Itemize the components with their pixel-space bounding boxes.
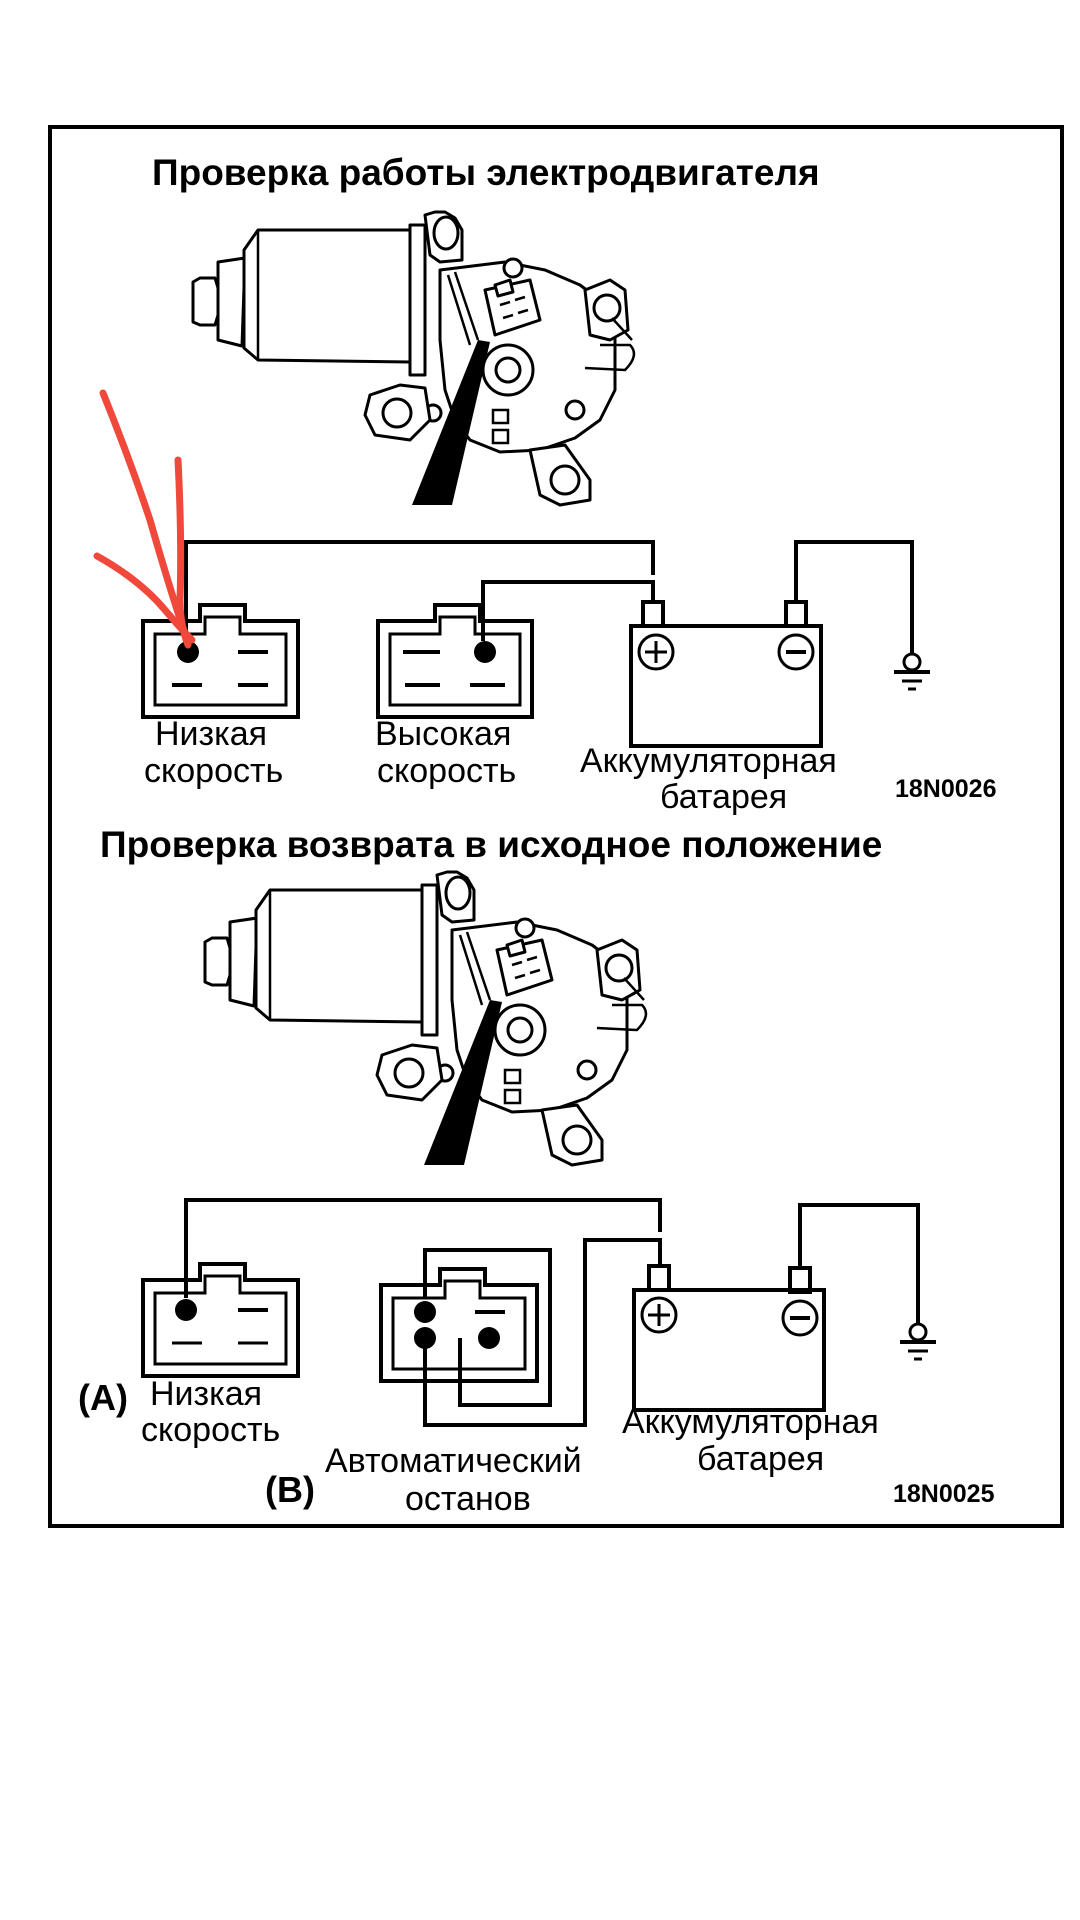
terminal-dot-low — [177, 641, 199, 663]
connector-low-speed-bottom — [141, 1262, 300, 1378]
label-battery-line1: Аккумуляторная — [580, 742, 837, 780]
ground-symbol-top — [894, 652, 930, 691]
wiring-bottom — [184, 1198, 920, 1427]
label-battery-bottom-line2: батарея — [697, 1440, 824, 1478]
label-battery-line2: батарея — [660, 778, 787, 816]
label-auto-stop-line1: Автоматический — [325, 1442, 582, 1480]
connector-high-speed-top — [376, 603, 534, 719]
label-low-speed-bottom-line2: скорость — [141, 1411, 280, 1449]
label-low-speed-bottom-line1: Низкая — [150, 1375, 262, 1413]
battery-bottom — [632, 1264, 826, 1412]
label-high-speed-line1: Высокая — [375, 715, 511, 753]
figure-code-top: 18N0026 — [895, 775, 996, 803]
bottom-panel-title: Проверка возврата в исходное положение — [100, 824, 882, 865]
label-high-speed-line2: скорость — [377, 752, 516, 790]
red-annotation-arrow — [93, 389, 196, 649]
label-low-speed-line1: Низкая — [155, 715, 267, 753]
marker-a: (A) — [78, 1377, 128, 1418]
label-battery-bottom-line1: Аккумуляторная — [622, 1403, 879, 1441]
label-low-speed-line2: скорость — [144, 752, 283, 790]
wiring-top — [184, 540, 914, 655]
wiper-motor-illustration-bottom — [203, 870, 648, 1167]
top-panel-title: Проверка работы электродвигателя — [152, 152, 820, 193]
connector-low-speed-top — [141, 603, 300, 719]
motor-drawing — [191, 210, 636, 507]
label-auto-stop-line2: останов — [405, 1480, 531, 1518]
frame-border — [48, 125, 1064, 1528]
connector-auto-stop-bottom — [379, 1267, 539, 1383]
wiper-motor-illustration — [191, 210, 636, 507]
marker-b: (B) — [265, 1469, 315, 1510]
terminal-dot-high — [474, 641, 496, 663]
battery-top — [629, 600, 823, 748]
ground-symbol-bottom — [900, 1322, 936, 1361]
figure-code-bottom: 18N0025 — [893, 1480, 995, 1508]
